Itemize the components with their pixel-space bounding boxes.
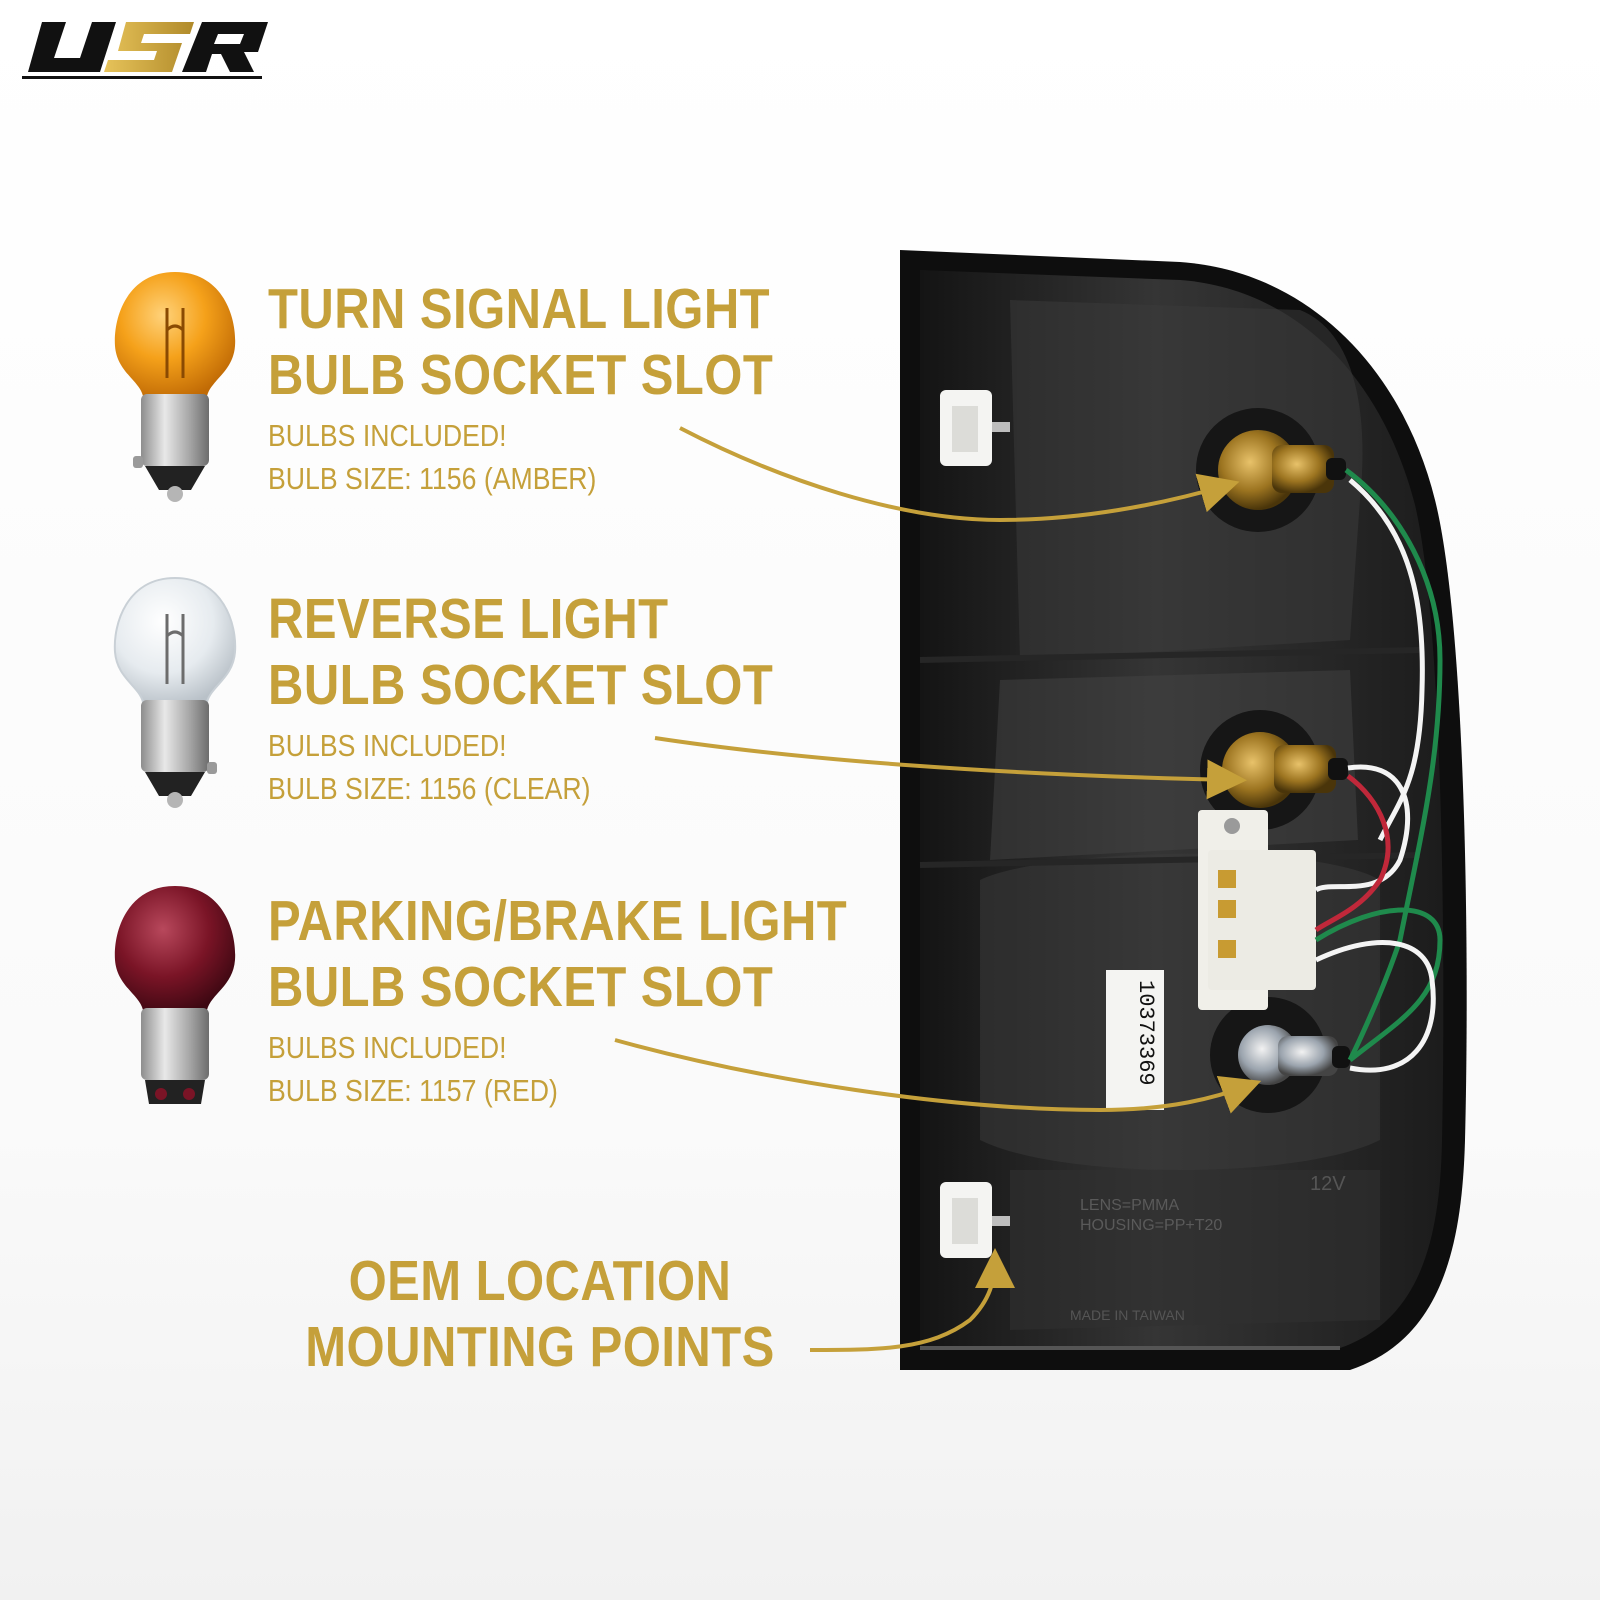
parking-brake-callout: PARKING/BRAKE LIGHT BULB SOCKET SLOT BUL… [268,888,941,1112]
turn-signal-title-line1: TURN SIGNAL LIGHT [268,277,771,341]
voltage-text: 12V [1310,1173,1346,1195]
turn-signal-bulb-size: BULB SIZE: 1156 (AMBER) [268,461,597,496]
amber-bulb-1156 [114,272,236,502]
turn-signal-title-line2: BULB SOCKET SLOT [268,343,774,407]
mounting-title-line1: OEM LOCATION [348,1249,732,1313]
reverse-bulb-size: BULB SIZE: 1156 (CLEAR) [268,771,591,806]
clear-bulb-1156 [113,576,237,808]
turn-signal-callout: TURN SIGNAL LIGHT BULB SOCKET SLOT BULBS… [268,276,856,500]
reverse-note: BULBS INCLUDED! [268,728,507,763]
housing-material-text: HOUSING=PP+T20 [1080,1217,1222,1234]
made-in-text: MADE IN TAIWAN [1070,1307,1185,1323]
parking-brake-note: BULBS INCLUDED! [268,1030,507,1065]
reverse-callout: REVERSE LIGHT BULB SOCKET SLOT BULBS INC… [268,586,856,810]
parking-brake-bulb-size: BULB SIZE: 1157 (RED) [268,1073,558,1108]
wire-harness [1314,467,1443,1073]
reverse-socket [1200,710,1348,830]
usr-logo [22,22,268,79]
mounting-callout: OEM LOCATION MOUNTING POINTS [260,1248,820,1380]
red-bulb-1157 [114,886,236,1104]
lens-material-text: LENS=PMMA [1080,1197,1179,1214]
parking-brake-title-line2: BULB SOCKET SLOT [268,955,774,1019]
reverse-title-line2: BULB SOCKET SLOT [268,653,774,717]
wire-connector [1198,810,1316,1010]
serial-number: 10373369 [1133,980,1158,1086]
mounting-title-line2: MOUNTING POINTS [305,1315,775,1379]
mounting-clip-bottom [940,1182,1010,1258]
tail-lamp-housing: 10373369 LENS=PMMA HOUSING=PP+T20 MADE I… [900,250,1467,1370]
parking-brake-title-line1: PARKING/BRAKE LIGHT [268,889,848,953]
serial-sticker: 10373369 [1106,970,1164,1110]
turn-signal-note: BULBS INCLUDED! [268,418,507,453]
reverse-title-line1: REVERSE LIGHT [268,587,669,651]
